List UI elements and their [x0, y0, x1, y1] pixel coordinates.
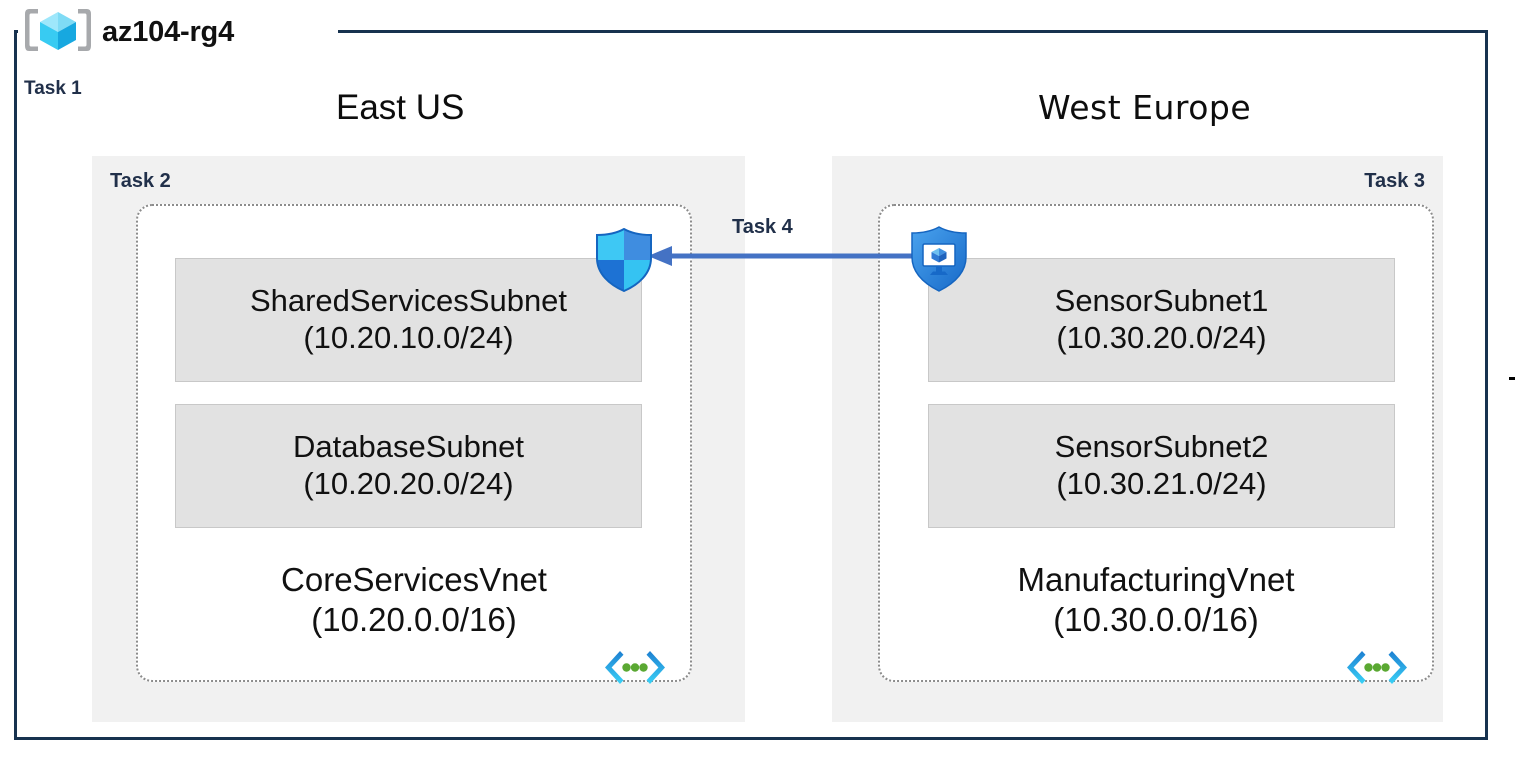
subnet-database: DatabaseSubnet (10.20.20.0/24): [175, 404, 642, 528]
vnet-cidr: (10.20.0.0/16): [311, 600, 517, 638]
task-3-label: Task 3: [1364, 170, 1425, 192]
vm-security-shield-icon: [908, 226, 970, 292]
subnet-shared-services: SharedServicesSubnet (10.20.10.0/24): [175, 258, 642, 382]
subnet-cidr: (10.20.20.0/24): [303, 466, 514, 501]
task-1-label: Task 1: [22, 78, 84, 100]
vnet-peering-left-arrow-icon: [648, 240, 928, 272]
region-title-west-europe: West Europe: [1038, 88, 1252, 127]
vnet-cidr: (10.30.0.0/16): [1053, 600, 1259, 638]
region-title-east-us: East US: [336, 88, 465, 127]
vnet-caption-manufacturing: ManufacturingVnet (10.30.0.0/16): [878, 560, 1434, 639]
resource-group-header: az104-rg4: [22, 6, 234, 58]
subnet-cidr: (10.20.10.0/24): [303, 320, 514, 355]
subnet-cidr: (10.30.20.0/24): [1056, 320, 1267, 355]
resource-group-cube-icon: [22, 5, 94, 60]
subnet-sensor-2: SensorSubnet2 (10.30.21.0/24): [928, 404, 1395, 528]
task-2-label: Task 2: [110, 170, 171, 192]
vnet-name: ManufacturingVnet: [1017, 561, 1295, 598]
subnet-name: SensorSubnet1: [1054, 283, 1269, 319]
task-4-label: Task 4: [732, 216, 793, 238]
subnet-name: SharedServicesSubnet: [249, 283, 568, 319]
vnet-angle-brackets-icon: [1346, 648, 1408, 688]
vnet-angle-brackets-icon: [604, 648, 666, 688]
vnet-name: CoreServicesVnet: [281, 561, 547, 598]
subnet-name: DatabaseSubnet: [293, 429, 524, 465]
subnet-name: SensorSubnet2: [1054, 429, 1269, 465]
subnet-sensor-1: SensorSubnet1 (10.30.20.0/24): [928, 258, 1395, 382]
subnet-cidr: (10.30.21.0/24): [1056, 466, 1267, 501]
network-security-group-shield-icon: [594, 227, 654, 293]
edge-tick-mark: [1509, 377, 1515, 380]
resource-group-name: az104-rg4: [102, 15, 234, 48]
vnet-caption-core-services: CoreServicesVnet (10.20.0.0/16): [136, 560, 692, 639]
